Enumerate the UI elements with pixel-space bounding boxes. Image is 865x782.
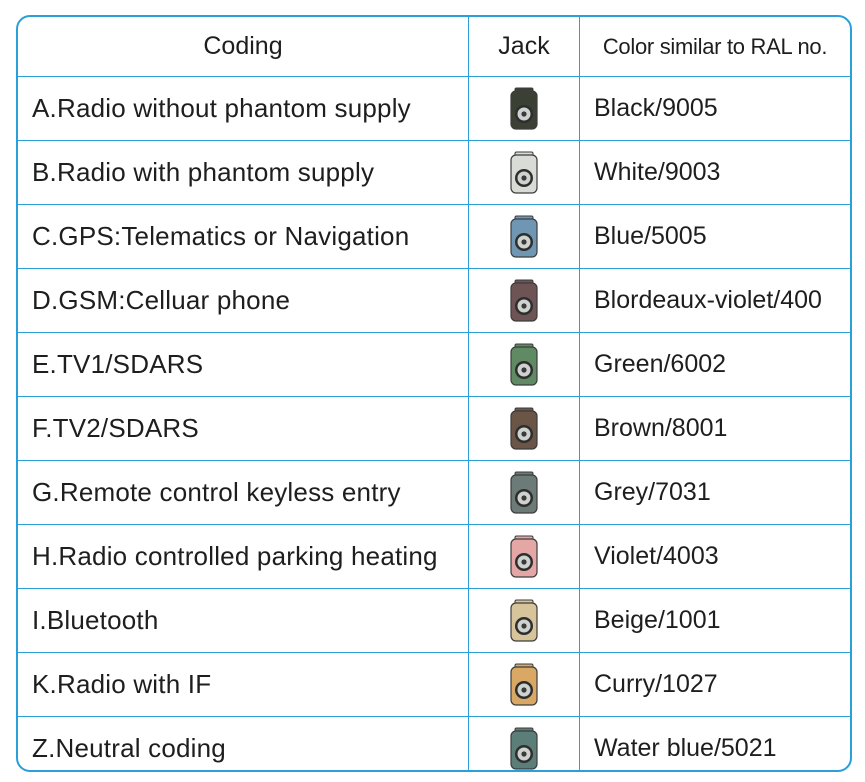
jack-connector-icon [469, 279, 579, 323]
color-cell: Black/9005 [579, 76, 850, 141]
table-row: A.Radio without phantom supply Black/9005 [18, 76, 850, 141]
jack-connector-icon [469, 471, 579, 515]
table-row: Z.Neutral coding Water blue/5021 [18, 716, 850, 771]
jack-cell [468, 588, 580, 653]
header-jack: Jack [468, 17, 580, 77]
jack-cell [468, 716, 580, 771]
color-cell: Blue/5005 [579, 204, 850, 269]
coding-cell: H.Radio controlled parking heating [18, 524, 469, 589]
table-row: D.GSM:Celluar phone Blordeaux-violet/400 [18, 268, 850, 333]
jack-connector-icon [469, 343, 579, 387]
table-row: C.GPS:Telematics or Navigation Blue/5005 [18, 204, 850, 269]
jack-connector-icon [469, 87, 579, 131]
coding-table: Coding Jack Color similar to RAL no. A.R… [18, 17, 850, 771]
jack-cell [468, 268, 580, 333]
jack-connector-icon [469, 599, 579, 643]
coding-cell: Z.Neutral coding [18, 716, 469, 770]
jack-connector-icon [469, 151, 579, 195]
header-row: Coding Jack Color similar to RAL no. [18, 17, 850, 77]
color-cell: White/9003 [579, 140, 850, 205]
table-row: E.TV1/SDARS Green/6002 [18, 332, 850, 397]
color-cell: Green/6002 [579, 332, 850, 397]
jack-cell [468, 204, 580, 269]
table-row: F.TV2/SDARS Brown/8001 [18, 396, 850, 461]
color-cell: Brown/8001 [579, 396, 850, 461]
jack-cell [468, 396, 580, 461]
coding-cell: B.Radio with phantom supply [18, 140, 469, 205]
jack-connector-icon [469, 727, 579, 771]
header-color: Color similar to RAL no. [579, 17, 850, 77]
table-row: I.Bluetooth Beige/1001 [18, 588, 850, 653]
color-cell: Curry/1027 [579, 652, 850, 717]
coding-cell: K.Radio with IF [18, 652, 469, 717]
jack-connector-icon [469, 535, 579, 579]
color-cell: Grey/7031 [579, 460, 850, 525]
color-cell: Water blue/5021 [579, 716, 850, 770]
table-row: B.Radio with phantom supply White/9003 [18, 140, 850, 205]
coding-cell: I.Bluetooth [18, 588, 469, 653]
coding-cell: F.TV2/SDARS [18, 396, 469, 461]
coding-cell: D.GSM:Celluar phone [18, 268, 469, 333]
table-row: G.Remote control keyless entry Grey/7031 [18, 460, 850, 525]
coding-cell: E.TV1/SDARS [18, 332, 469, 397]
color-cell: Blordeaux-violet/400 [579, 268, 850, 333]
jack-cell [468, 652, 580, 717]
table-row: K.Radio with IF Curry/1027 [18, 652, 850, 717]
jack-cell [468, 76, 580, 141]
coding-table-frame: Coding Jack Color similar to RAL no. A.R… [16, 15, 852, 772]
jack-connector-icon [469, 407, 579, 451]
color-cell: Violet/4003 [579, 524, 850, 589]
jack-connector-icon [469, 663, 579, 707]
table-row: H.Radio controlled parking heating Violet… [18, 524, 850, 589]
jack-cell [468, 332, 580, 397]
jack-cell [468, 524, 580, 589]
coding-cell: C.GPS:Telematics or Navigation [18, 204, 469, 269]
jack-cell [468, 460, 580, 525]
header-coding: Coding [18, 17, 469, 77]
jack-cell [468, 140, 580, 205]
jack-connector-icon [469, 215, 579, 259]
color-cell: Beige/1001 [579, 588, 850, 653]
coding-cell: A.Radio without phantom supply [18, 76, 469, 141]
coding-cell: G.Remote control keyless entry [18, 460, 469, 525]
